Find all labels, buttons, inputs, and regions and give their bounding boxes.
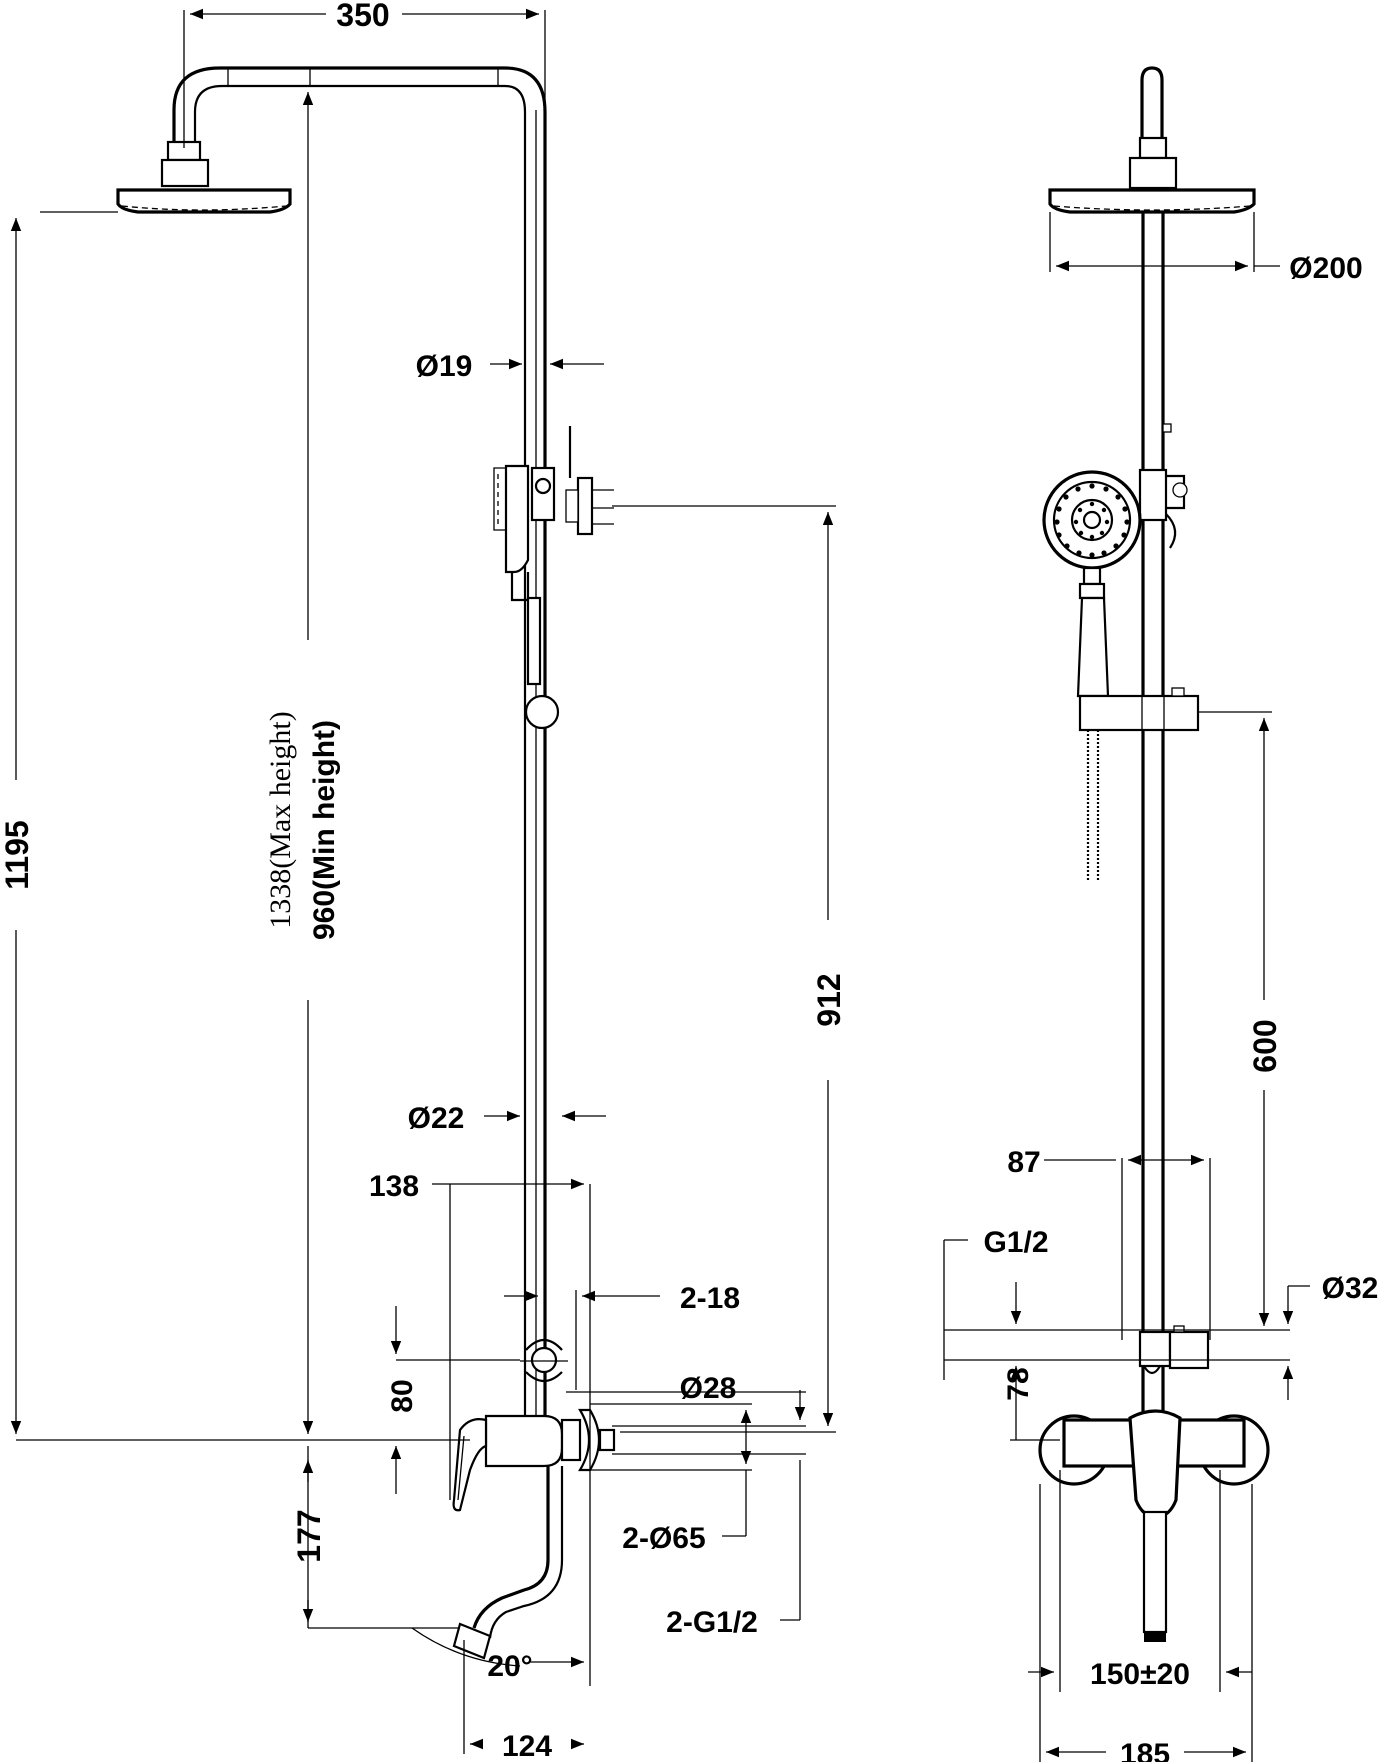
- shower-arm: [172, 66, 547, 1450]
- dim-78-label: 78: [1002, 1367, 1035, 1400]
- min-height-label: 960(Min height): [308, 720, 341, 940]
- mixer-body-side: [484, 1414, 564, 1468]
- dim-d28-label: Ø28: [680, 1372, 737, 1405]
- dim-2-18-label: 2-18: [680, 1282, 740, 1315]
- mixer-lever-side: [452, 1418, 488, 1512]
- rain-shower-head: [116, 188, 292, 214]
- spray-nozzles: [1054, 483, 1130, 558]
- dim-87-label: 87: [1007, 1146, 1040, 1179]
- dim-350-label: 350: [336, 0, 389, 33]
- handshower-side: [504, 464, 530, 574]
- dim-124-label: 124: [502, 1730, 552, 1762]
- dim-1195-label: 1195: [0, 820, 35, 889]
- dim-d32-label: Ø32: [1322, 1272, 1379, 1305]
- dim-600-label: 600: [1247, 1019, 1283, 1072]
- angle-20-label: 20°: [487, 1650, 532, 1683]
- dim-138-label: 138: [369, 1170, 419, 1203]
- dim-185-label: 185: [1120, 1738, 1170, 1762]
- head-d200-label: Ø200: [1289, 252, 1362, 285]
- side-view: 350 1195 1338(Max height) 960(Min height…: [0, 0, 847, 1762]
- dim-177-label: 177: [291, 1509, 327, 1562]
- connection-2-g12-label: 2-G1/2: [666, 1606, 758, 1639]
- front-view: Ø200 600 87 G1/2 Ø32 78 150±20: [943, 66, 1379, 1762]
- max-height-label: 1338(Max height): [264, 711, 297, 928]
- pipe-d19-label: Ø19: [416, 350, 473, 383]
- dim-912-label: 912: [811, 973, 847, 1026]
- dim-80-label: 80: [386, 1379, 419, 1412]
- handshower-handle: [1076, 596, 1110, 698]
- pipe-d22-label: Ø22: [408, 1102, 465, 1135]
- shower-hose: [1086, 730, 1100, 880]
- slider-holder: [1078, 694, 1200, 732]
- escutcheon-2-d65-label: 2-Ø65: [622, 1522, 705, 1555]
- mixer-lever-front: [1128, 1409, 1182, 1520]
- dim-g12-label: G1/2: [983, 1226, 1048, 1259]
- bath-spout-side: [472, 1466, 550, 1629]
- dim-150-label: 150±20: [1090, 1658, 1190, 1691]
- rain-shower-head-front: [1048, 188, 1256, 214]
